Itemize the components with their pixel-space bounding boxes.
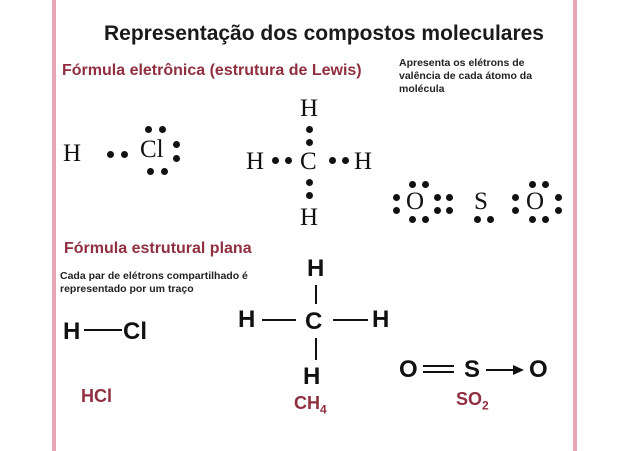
electron-dot xyxy=(529,216,536,223)
formula-ch4-subscript: 4 xyxy=(320,402,327,417)
lewis-so2-o-right: O xyxy=(526,188,545,215)
struct-so2-o-right: O xyxy=(529,356,548,383)
electron-dot xyxy=(512,207,519,214)
electron-dot xyxy=(173,155,180,162)
lewis-ch4-h-top: H xyxy=(300,95,319,122)
struct-hcl-cl: Cl xyxy=(123,318,147,345)
lewis-so2-s: S xyxy=(474,188,488,215)
lewis-ch4-h-right: H xyxy=(354,148,373,175)
electron-dot xyxy=(474,216,481,223)
lewis-note: Apresenta os elétrons de valência de cad… xyxy=(399,57,533,95)
electron-dot xyxy=(145,126,152,133)
electron-dot xyxy=(161,168,168,175)
electron-dot xyxy=(342,157,349,164)
formula-ch4: CH4 xyxy=(294,393,327,417)
struct-so2-s: S xyxy=(464,356,481,383)
formula-ch4-base: CH xyxy=(294,393,320,413)
electron-dot xyxy=(306,139,313,146)
electron-dot xyxy=(529,181,536,188)
formula-so2-subscript: 2 xyxy=(482,398,489,413)
electron-dot xyxy=(434,194,441,201)
electron-dot xyxy=(422,181,429,188)
struct-so2-o-left: O xyxy=(399,356,418,383)
electron-dot xyxy=(446,207,453,214)
electron-dot xyxy=(306,126,313,133)
electron-dot xyxy=(409,181,416,188)
electron-dot xyxy=(306,179,313,186)
electron-dot xyxy=(446,194,453,201)
struct-ch4-h-bottom: H xyxy=(303,363,321,390)
electron-dot xyxy=(555,207,562,214)
electron-dot xyxy=(542,181,549,188)
formula-hcl: HCl xyxy=(81,386,112,406)
electron-dot xyxy=(393,207,400,214)
struct-ch4-h-right: H xyxy=(372,306,390,333)
slide-title: Representação dos compostos moleculares xyxy=(104,22,544,45)
struct-ch4-c: C xyxy=(305,308,323,335)
electron-dot xyxy=(409,216,416,223)
electron-dot xyxy=(555,194,562,201)
lewis-hcl-h: H xyxy=(63,140,82,167)
struct-hcl-h: H xyxy=(63,318,81,345)
electron-dot xyxy=(329,157,336,164)
formula-so2: SO2 xyxy=(456,389,489,413)
electron-dot xyxy=(422,216,429,223)
structural-note: Cada par de elétrons compartilhado é rep… xyxy=(60,270,248,295)
electron-dot xyxy=(542,216,549,223)
left-accent-bar xyxy=(52,0,56,451)
electron-dot xyxy=(487,216,494,223)
section-lewis-heading: Fórmula eletrônica (estrutura de Lewis) xyxy=(62,62,362,79)
electron-dot xyxy=(512,194,519,201)
electron-dot xyxy=(272,157,279,164)
electron-dot xyxy=(173,141,180,148)
electron-dot xyxy=(159,126,166,133)
formula-so2-base: SO xyxy=(456,389,483,409)
lewis-ch4-c: C xyxy=(300,148,317,175)
electron-dot xyxy=(147,168,154,175)
electron-dot xyxy=(306,192,313,199)
electron-dot xyxy=(121,151,128,158)
electron-dot xyxy=(393,194,400,201)
struct-ch4-h-left: H xyxy=(238,306,256,333)
lewis-ch4-h-bottom: H xyxy=(300,204,319,231)
right-accent-bar xyxy=(573,0,577,451)
lewis-hcl-cl: Cl xyxy=(140,136,164,163)
dative-arrow-head xyxy=(513,365,524,375)
section-structural-heading: Fórmula estrutural plana xyxy=(64,240,252,257)
electron-dot xyxy=(434,207,441,214)
electron-dot xyxy=(107,151,114,158)
lewis-so2-o-left: O xyxy=(406,188,425,215)
struct-ch4-h-top: H xyxy=(307,255,325,282)
lewis-ch4-h-left: H xyxy=(246,148,265,175)
electron-dot xyxy=(285,157,292,164)
